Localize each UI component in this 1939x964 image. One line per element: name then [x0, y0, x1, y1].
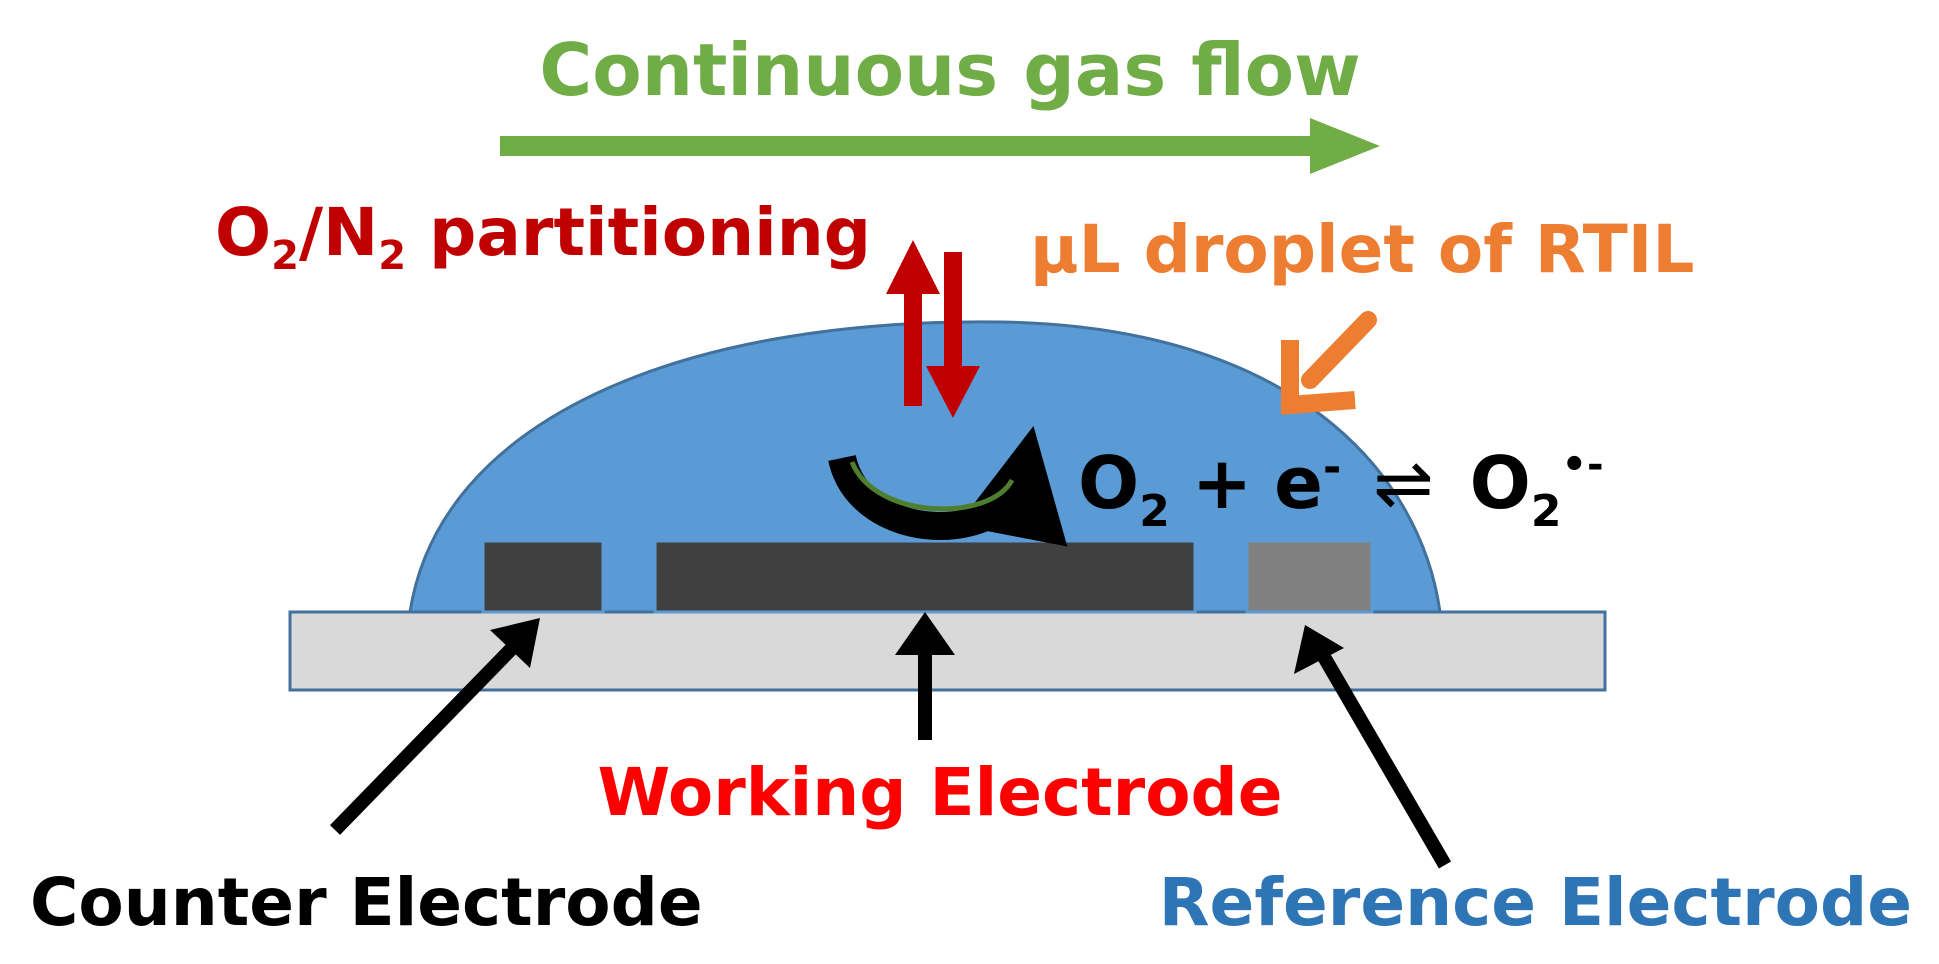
reference-electrode: [1245, 539, 1374, 614]
reaction-curved-arrow: [828, 426, 1068, 547]
partitioning-arrows: [886, 240, 980, 418]
rtil-droplet: [408, 320, 1442, 614]
partitioning-label: O2/N2 partitioning: [215, 194, 871, 279]
droplet-pointer-arrow: [1281, 311, 1377, 415]
counter-electrode-label: Counter Electrode: [30, 864, 703, 941]
working-electrode-arrow: [895, 612, 955, 740]
gas-flow-arrow: [500, 118, 1380, 174]
droplet-label: µL droplet of RTIL: [1030, 211, 1694, 288]
counter-electrode-arrow: [329, 618, 540, 835]
reference-electrode-arrow: [1294, 625, 1452, 869]
counter-electrode: [481, 539, 605, 614]
gas-flow-label: Continuous gas flow: [539, 28, 1360, 112]
working-electrode: [653, 539, 1197, 614]
working-electrode-label: Working Electrode: [597, 754, 1282, 831]
reference-electrode-label: Reference Electrode: [1159, 864, 1912, 941]
reaction-equation: O2+e-⇌O2•-: [1078, 441, 1604, 537]
